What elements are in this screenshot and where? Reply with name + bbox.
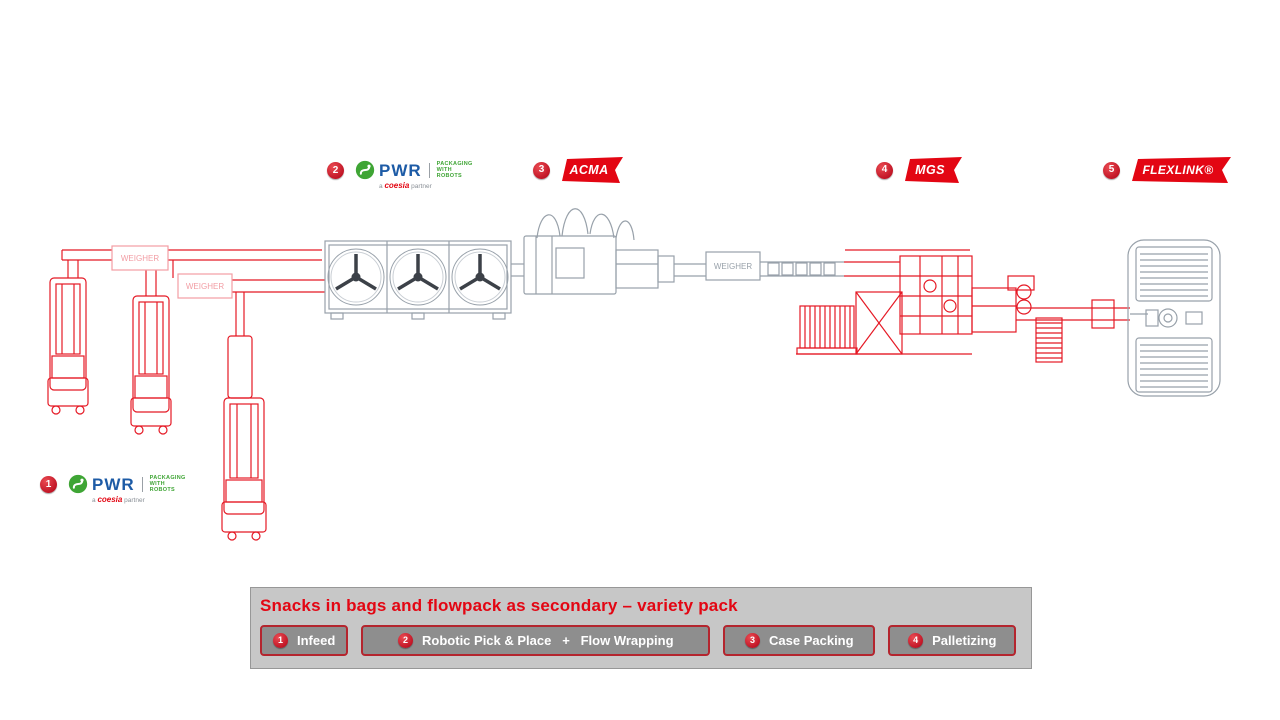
legend-item-infeed[interactable]: 1 Infeed	[260, 625, 349, 656]
marker-2-robotic: 2 PWR PACKAGING WITH ROBOTS a coesia	[327, 160, 473, 191]
weigher-boxes-group	[111, 245, 233, 299]
pwr-tagline-line: ROBOTS	[436, 173, 462, 180]
coesia-wordmark: coesia	[97, 495, 123, 504]
legend-item-case-packing[interactable]: 3 Case Packing	[723, 625, 876, 656]
coesia-wordmark: coesia	[384, 181, 410, 190]
infeed-machines-group	[47, 249, 325, 541]
marker-4-mgs: 4 MGS	[876, 157, 962, 183]
flexlink-badge-label: FLEXLINK®	[1142, 163, 1214, 177]
pwr-logo-main: PWR PACKAGING WITH ROBOTS	[68, 474, 186, 494]
legend-item-label: Robotic Pick & Place + Flow Wrapping	[422, 633, 674, 648]
ribbon-shape-icon	[562, 157, 623, 183]
pwr-logo: PWR PACKAGING WITH ROBOTS a coesia partn…	[355, 160, 473, 191]
case-packer-group	[796, 249, 1130, 363]
partner-prefix: a	[92, 497, 96, 504]
legend-item-number: 4	[908, 633, 924, 648]
pwr-tagline-line: PACKAGING	[149, 474, 186, 481]
acma-ribbon-badge: ACMA	[561, 157, 623, 183]
robot-cell-group	[324, 240, 524, 320]
legend-title: Snacks in bags and flowpack as secondary…	[260, 596, 738, 615]
legend-item-number: 1	[273, 633, 288, 648]
ribbon-shape-icon	[905, 157, 962, 183]
legend-item-label: Infeed	[297, 633, 336, 648]
acma-badge-label: ACMA	[569, 163, 609, 177]
flexlink-ribbon-badge: FLEXLINK®	[1131, 157, 1231, 183]
mgs-badge-label: MGS	[915, 163, 945, 177]
marker-4-number: 4	[876, 161, 893, 179]
pwr-tagline-line: WITH	[436, 166, 452, 173]
pwr-wordmark: PWR	[379, 160, 422, 180]
legend-item-number: 2	[398, 633, 414, 648]
mgs-ribbon-badge: MGS	[904, 157, 962, 183]
coesia-partner-line: a coesia partner	[92, 496, 186, 505]
partner-suffix: partner	[124, 497, 145, 504]
pwr-logo-divider	[141, 476, 143, 492]
pwr-robot-icon	[68, 474, 88, 494]
transfer-conveyor-group	[705, 251, 844, 281]
weigher-label-2: WEIGHER	[186, 282, 224, 291]
pwr-robot-icon	[355, 160, 375, 180]
marker-3-acma: 3 ACMA	[533, 157, 623, 183]
marker-2-number: 2	[327, 162, 344, 179]
marker-5-number: 5	[1103, 161, 1120, 179]
flow-wrapper-group	[523, 208, 706, 295]
legend-item-palletizing[interactable]: 4 Palletizing	[888, 625, 1017, 656]
ribbon-shape-icon	[1132, 157, 1231, 183]
weigher-label-3: WEIGHER	[714, 262, 752, 271]
marker-1-number: 1	[40, 476, 57, 493]
legend-item-label: Palletizing	[932, 633, 997, 648]
partner-prefix: a	[379, 183, 383, 190]
weigher-label-1: WEIGHER	[121, 254, 159, 263]
marker-3-number: 3	[533, 161, 550, 179]
partner-suffix: partner	[411, 183, 432, 190]
marker-1-infeed: 1 PWR PACKAGING WITH ROBOTS a coesia	[40, 474, 186, 505]
pwr-tagline: PACKAGING WITH ROBOTS	[437, 161, 473, 180]
pwr-tagline-line: ROBOTS	[149, 487, 175, 494]
pwr-logo-main: PWR PACKAGING WITH ROBOTS	[355, 160, 473, 180]
legend-item-label: Case Packing	[769, 633, 854, 648]
legend-item-number: 3	[745, 633, 761, 648]
pwr-logo: PWR PACKAGING WITH ROBOTS a coesia partn…	[68, 474, 186, 505]
film-reels-group	[327, 248, 509, 306]
marker-5-flexlink: 5 FLEXLINK®	[1103, 157, 1231, 183]
legend-panel: Snacks in bags and flowpack as secondary…	[250, 587, 1032, 669]
pwr-tagline-line: WITH	[149, 480, 165, 487]
coesia-partner-line: a coesia partner	[379, 182, 473, 191]
pwr-wordmark: PWR	[92, 474, 135, 494]
pwr-tagline: PACKAGING WITH ROBOTS	[150, 475, 186, 494]
legend-item-robotic-flow-wrapping[interactable]: 2 Robotic Pick & Place + Flow Wrapping	[361, 625, 711, 656]
pwr-logo-divider	[428, 162, 430, 178]
pwr-tagline-line: PACKAGING	[436, 160, 473, 167]
palletizer-group	[1127, 239, 1221, 397]
legend-buttons-row: 1 Infeed 2 Robotic Pick & Place + Flow W…	[260, 625, 1022, 656]
